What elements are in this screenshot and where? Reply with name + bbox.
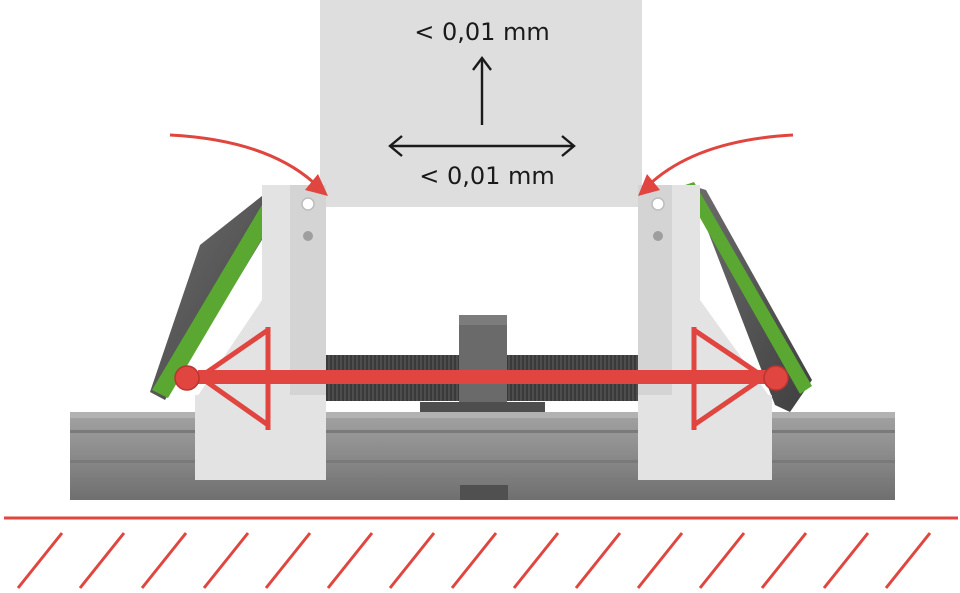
vertical-arrow-icon xyxy=(472,56,492,125)
vertical-tolerance-label: < 0,01 mm xyxy=(414,18,550,46)
horizontal-tolerance-label: < 0,01 mm xyxy=(419,162,555,190)
right-green-pad xyxy=(682,182,812,394)
left-jaw xyxy=(150,188,286,400)
right-force-arrow-icon xyxy=(638,133,794,196)
ground-hatch-icon xyxy=(4,516,958,589)
center-nut xyxy=(420,315,545,415)
left-green-pad xyxy=(152,188,286,398)
left-force-arrow-icon xyxy=(169,133,328,196)
right-bracket-hole xyxy=(651,197,665,211)
right-jaw xyxy=(682,182,812,412)
left-bracket-hole xyxy=(301,197,315,211)
double-arrow-icon xyxy=(388,135,576,157)
clamping-force-arrow-icon xyxy=(174,327,789,430)
